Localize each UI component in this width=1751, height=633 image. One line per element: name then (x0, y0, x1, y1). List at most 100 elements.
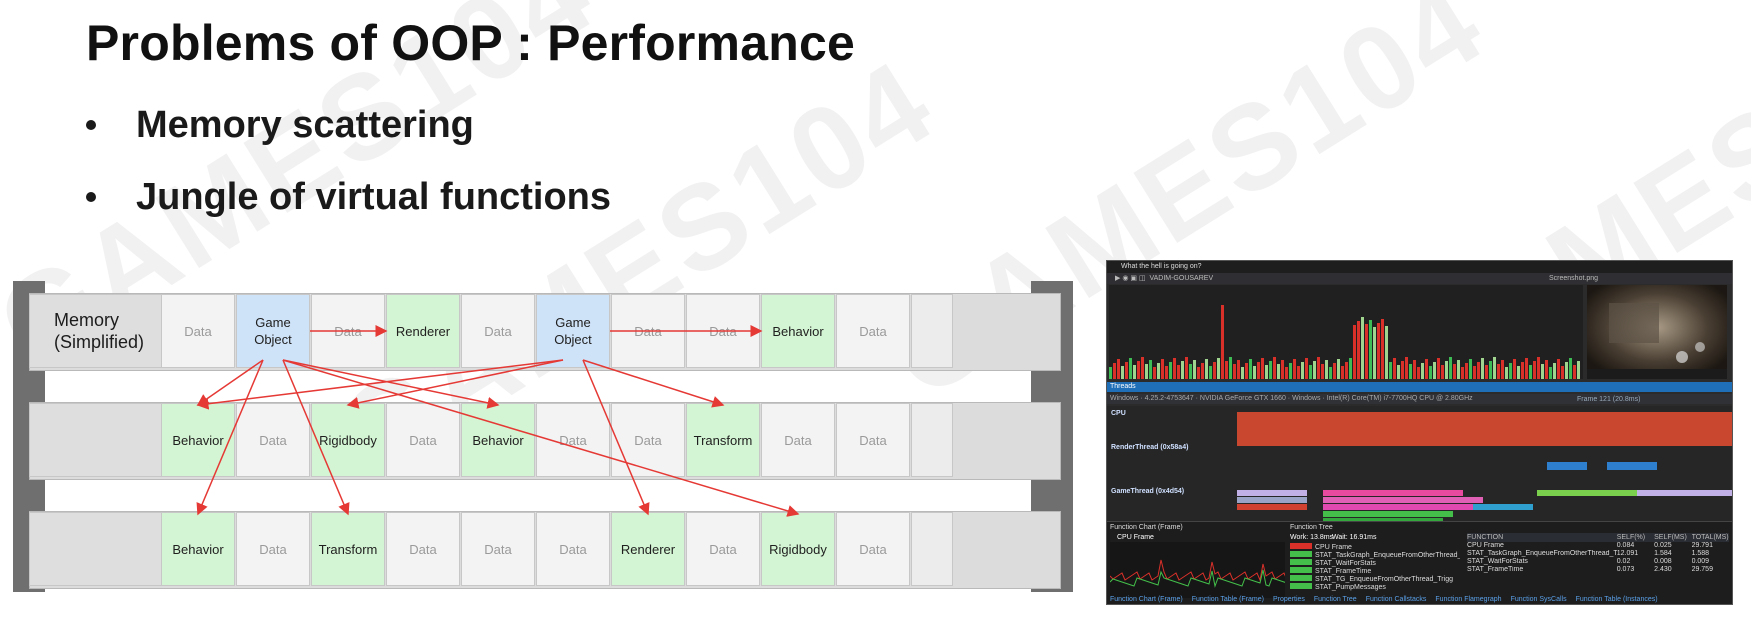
frame-bar (1297, 366, 1300, 379)
bottom-tab[interactable]: Properties (1272, 596, 1305, 603)
bottom-tab[interactable]: Function Table (Frame) (1191, 596, 1264, 603)
frame-bar (1557, 359, 1560, 379)
cell-label: Data (409, 541, 437, 557)
profiler-toolbar: ▶ ◉ ▣ ◫ VADIM-GOUSAREV Screenshot.png (1107, 273, 1732, 284)
bottom-tab[interactable]: Function Flamegraph (1435, 596, 1502, 603)
behavior-cell: Behavior (761, 294, 835, 368)
frame-label: Frame 121 (20.8ms) (1577, 396, 1641, 403)
cell-label: Renderer (395, 323, 451, 339)
bottom-tab[interactable]: Function Tree (1313, 596, 1357, 603)
bottom-tab[interactable]: Function Chart (Frame) (1110, 596, 1183, 603)
end-cell (911, 294, 953, 368)
game-preview-thumbnail (1587, 285, 1727, 379)
chart-series-line (1110, 559, 1285, 582)
memory-label-line2: (Simplified) (54, 332, 145, 352)
frame-bar (1189, 364, 1192, 379)
table-header-cell[interactable]: SELF(MS) (1654, 534, 1687, 541)
frame-bar (1369, 320, 1372, 379)
frame-bar (1121, 366, 1124, 379)
bottom-tab[interactable]: Function Callstacks (1365, 596, 1427, 603)
bullet-dot-icon (86, 192, 96, 202)
pointer-arrow (582, 359, 725, 408)
frame-bar (1157, 363, 1160, 379)
frame-bar (1197, 367, 1200, 379)
tree-row[interactable]: STAT_TG_EnqueueFromOtherThread_Trigg (1290, 575, 1460, 583)
frame-bar (1149, 360, 1152, 379)
frame-bar (1453, 364, 1456, 379)
wait-time: Wait: 16.91ms (1332, 534, 1377, 541)
tree-row[interactable]: STAT_WaitForStats (1290, 559, 1460, 567)
table-header-cell[interactable]: FUNCTION (1467, 534, 1504, 541)
bottom-tab[interactable]: Function Table (Instances) (1575, 596, 1658, 603)
game-scene-image (1587, 285, 1727, 379)
cell-label: Game Object (554, 315, 592, 347)
chart-series-line (1110, 569, 1285, 588)
cell-label: Data (409, 432, 437, 448)
frame-bar (1169, 362, 1172, 379)
behavior-cell: Behavior (461, 403, 535, 477)
frame-bar (1289, 363, 1292, 379)
frame-bar (1177, 365, 1180, 379)
profiler-screenshot-file: Screenshot.png (1549, 275, 1599, 282)
frame-bar (1137, 361, 1140, 379)
frame-bar (1193, 360, 1196, 379)
frame-bar (1401, 361, 1404, 379)
bottom-tab[interactable]: Function SysCalls (1510, 596, 1567, 603)
tree-row[interactable]: STAT_FrameTime (1290, 567, 1460, 575)
data-cell: Data (836, 512, 910, 586)
tree-row[interactable]: CPU Frame (1290, 543, 1460, 551)
table-row[interactable]: STAT_TaskGraph_EnqueueFromOtherThread_Tr… (1467, 550, 1729, 558)
frame-bar (1133, 365, 1136, 379)
function-chart-title: Function Chart (Frame) (1110, 524, 1183, 531)
frame-bar (1205, 359, 1208, 379)
frame-bar (1529, 365, 1532, 379)
cell-label: Transform (693, 432, 753, 448)
behavior-cell: Behavior (161, 403, 235, 477)
thread-timeline (1237, 412, 1732, 524)
frame-bar (1141, 357, 1144, 379)
table-cell: STAT_FrameTime (1467, 566, 1524, 573)
frame-bar (1285, 367, 1288, 379)
frame-bar (1465, 363, 1468, 379)
frame-bar (1265, 365, 1268, 379)
cell-label: Transform (318, 541, 378, 557)
table-header-cell[interactable]: TOTAL(MS) (1691, 534, 1729, 541)
data-cell: Data (686, 512, 760, 586)
frame-bar (1353, 325, 1356, 379)
memory-label-line1: Memory (54, 310, 120, 330)
table-header-cell[interactable]: SELF(%) (1616, 534, 1646, 541)
frame-bar (1225, 361, 1228, 379)
bullet-text: Memory scattering (136, 104, 474, 146)
cell-label: Data (634, 432, 662, 448)
frame-bar (1545, 360, 1548, 379)
pointer-arrow (282, 359, 500, 409)
cell-label: Data (259, 541, 287, 557)
frame-bar (1109, 367, 1112, 379)
frame-bar (1173, 358, 1176, 379)
pointer-arrow (196, 359, 264, 406)
profiler-title-bar: What the hell is going on? (1107, 261, 1732, 273)
table-cell: 29.791 (1691, 542, 1713, 549)
frame-bar (1473, 366, 1476, 379)
cpu-frame-label: CPU Frame (1117, 534, 1154, 541)
function-chart-plot (1110, 542, 1285, 598)
frame-bar (1257, 362, 1260, 379)
frame-bar (1565, 362, 1568, 379)
cell-label: Data (484, 541, 512, 557)
tree-row[interactable]: STAT_TaskGraph_EnqueueFromOtherThread_Tr… (1290, 551, 1460, 559)
tree-row[interactable]: STAT_PumpMessages (1290, 583, 1460, 591)
cell-label: Data (484, 323, 512, 339)
frame-bar (1201, 363, 1204, 379)
frame-bar (1481, 358, 1484, 379)
table-cell: STAT_TaskGraph_EnqueueFromOtherThread_Tr… (1467, 550, 1617, 557)
system-info-bar: Windows · 4.25.2-4753647 · NVIDIA GeForc… (1107, 394, 1732, 404)
work-time: Work: 13.8ms (1290, 534, 1334, 541)
frame-bar (1269, 361, 1272, 379)
frame-bar (1405, 357, 1408, 379)
data-cell: Data (161, 294, 235, 368)
frame-bar (1513, 359, 1516, 379)
empty-cell (29, 403, 175, 477)
